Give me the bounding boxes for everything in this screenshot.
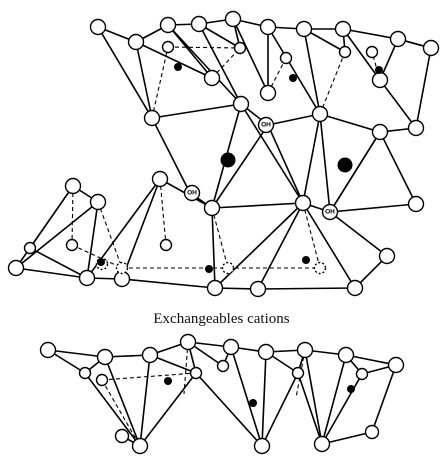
hydroxyl-3: OH [323, 205, 338, 220]
oh-label: OH [325, 209, 335, 216]
hydroxyl-1: OH [259, 118, 274, 133]
hydroxyl-2: OH [185, 186, 200, 201]
oh-label: OH [187, 190, 197, 197]
exchangeable-cations-caption: Exchangeables cations [0, 311, 443, 328]
oxygen-atoms [9, 12, 439, 454]
oh-label: OH [261, 122, 271, 129]
middle-tetrahedral-sheet [16, 179, 387, 289]
